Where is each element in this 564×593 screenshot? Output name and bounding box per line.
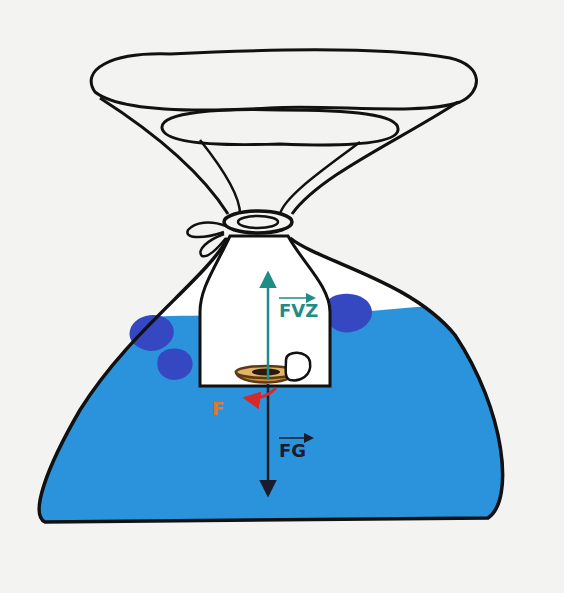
force-arrow — [246, 388, 276, 399]
bag-rim — [91, 50, 476, 110]
force-label: F — [212, 400, 224, 418]
buoyancy-arrow — [267, 274, 270, 380]
gravity-label: FG — [279, 442, 306, 460]
inner-rim — [162, 110, 398, 145]
bag-side — [100, 98, 228, 214]
jar — [200, 236, 330, 386]
neck-ring — [224, 211, 292, 233]
bag-side — [292, 102, 458, 214]
gravity-arrow — [267, 384, 270, 494]
buoyancy-label: FVZ — [279, 302, 318, 320]
water — [0, 200, 564, 593]
vector-sign — [279, 437, 312, 439]
bag-body — [39, 238, 502, 522]
floating-boat — [236, 353, 310, 383]
vector-sign — [279, 297, 314, 299]
